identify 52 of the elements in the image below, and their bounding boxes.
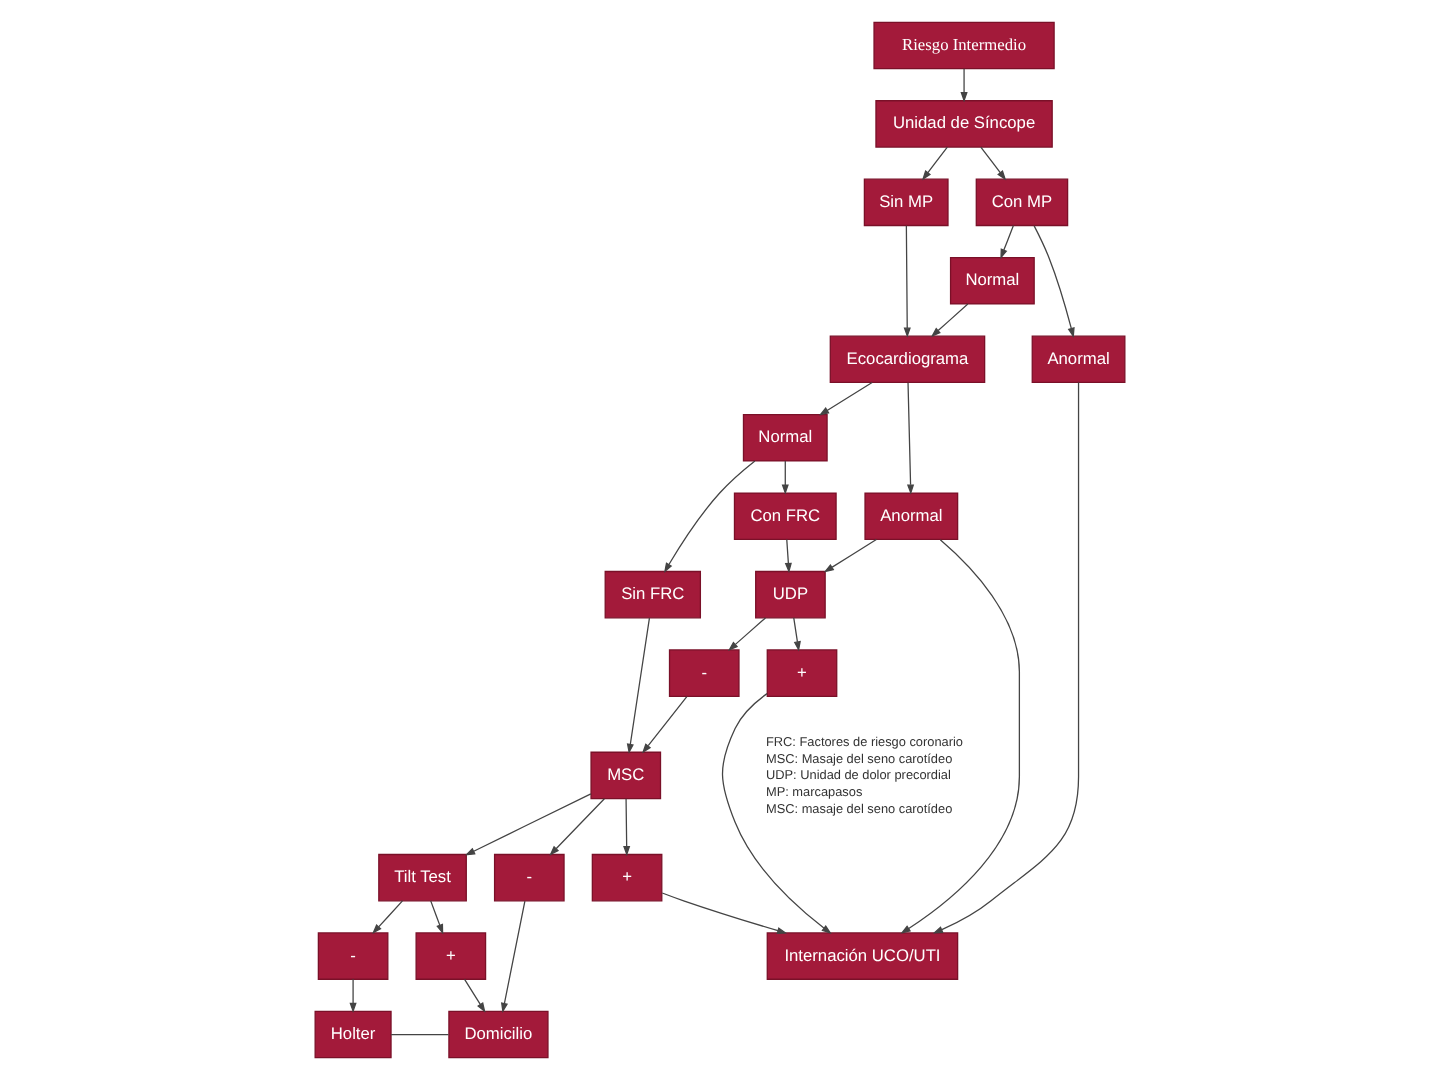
arrow — [818, 381, 873, 416]
arrow — [823, 538, 877, 573]
arrow — [793, 617, 801, 652]
node-box: Con FRC — [733, 492, 837, 540]
node-box: + — [591, 853, 663, 902]
arrow — [906, 382, 915, 495]
arrow — [549, 798, 606, 856]
node-box: Internación UCO/UTI — [766, 932, 959, 980]
arrow — [500, 900, 526, 1014]
node-box: Normal — [742, 413, 828, 462]
connector — [390, 1033, 450, 1036]
node-box: Con MP — [975, 178, 1069, 227]
arrow — [727, 617, 767, 651]
node-box: + — [766, 649, 838, 697]
arrow — [626, 617, 651, 755]
arrow — [1033, 225, 1075, 338]
arrow — [932, 381, 1080, 934]
node-box: + — [415, 932, 487, 980]
arrow — [1000, 224, 1015, 260]
arrow — [903, 225, 911, 338]
arrow — [960, 68, 968, 103]
node-box: Sin MP — [863, 178, 949, 227]
node-box: Holter — [314, 1010, 392, 1059]
arrow — [781, 460, 789, 495]
node-box: Anormal — [1031, 335, 1126, 384]
arrow — [721, 692, 832, 935]
arrow — [430, 900, 444, 935]
arrow — [641, 695, 688, 754]
arrow — [349, 978, 357, 1014]
node-box: Domicilio — [448, 1010, 549, 1059]
node-box: Anormal — [864, 492, 959, 540]
node-box: Ecocardiograma — [829, 335, 986, 384]
arrow — [900, 539, 1021, 934]
arrow — [623, 798, 631, 857]
arrow — [464, 793, 592, 856]
node-box: MSC — [590, 751, 662, 800]
arrow — [463, 978, 486, 1013]
arrow — [930, 303, 969, 338]
arrow — [921, 146, 948, 181]
node-box: UDP — [755, 570, 826, 619]
arrow — [663, 460, 756, 573]
node-box: Sin FRC — [604, 570, 702, 619]
node-box: Unidad de Síncope — [875, 100, 1053, 148]
node-box: - — [668, 649, 740, 697]
node-box: Normal — [949, 257, 1035, 305]
node-box: - — [317, 932, 389, 980]
node-box: - — [493, 853, 565, 902]
arrow — [980, 146, 1007, 181]
arrow — [372, 900, 404, 935]
arrow — [661, 892, 788, 935]
arrow — [784, 538, 792, 574]
node-box: Tilt Test — [378, 853, 467, 902]
